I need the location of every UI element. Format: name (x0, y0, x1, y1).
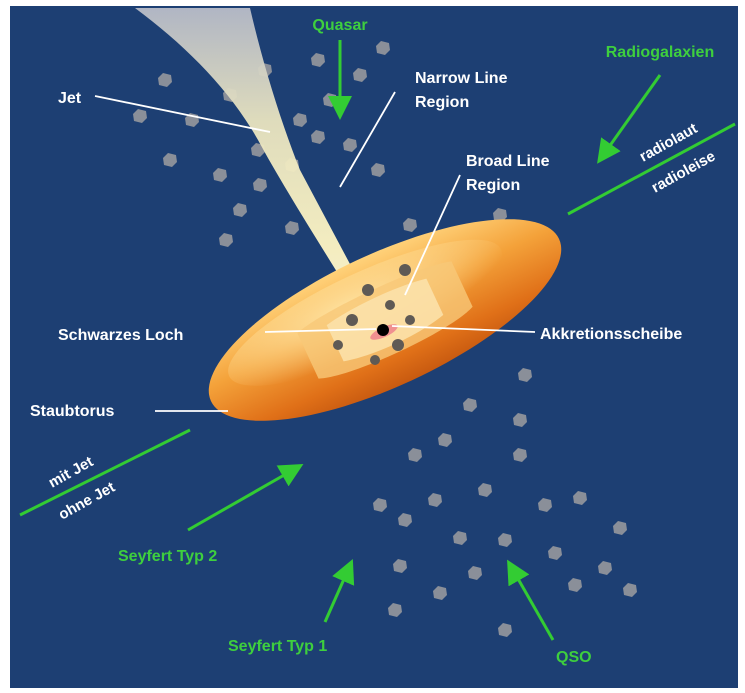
label-schwarzes-loch: Schwarzes Loch (58, 327, 183, 344)
label-seyfert-typ-1: Seyfert Typ 1 (228, 638, 327, 655)
label-jet: Jet (58, 90, 82, 107)
label-narrow-line-2: Region (415, 94, 469, 111)
black-hole-icon (377, 324, 389, 336)
label-qso: QSO (556, 649, 592, 666)
label-akkretionsscheibe: Akkretionsscheibe (540, 326, 682, 343)
label-broad-line-2: Region (466, 177, 520, 194)
label-staubtorus: Staubtorus (30, 403, 115, 420)
label-radiogalaxien: Radiogalaxien (606, 44, 714, 61)
label-quasar: Quasar (312, 17, 367, 34)
label-narrow-line-1: Narrow Line (415, 70, 508, 87)
label-broad-line-1: Broad Line (466, 153, 550, 170)
label-seyfert-typ-2: Seyfert Typ 2 (118, 548, 217, 565)
